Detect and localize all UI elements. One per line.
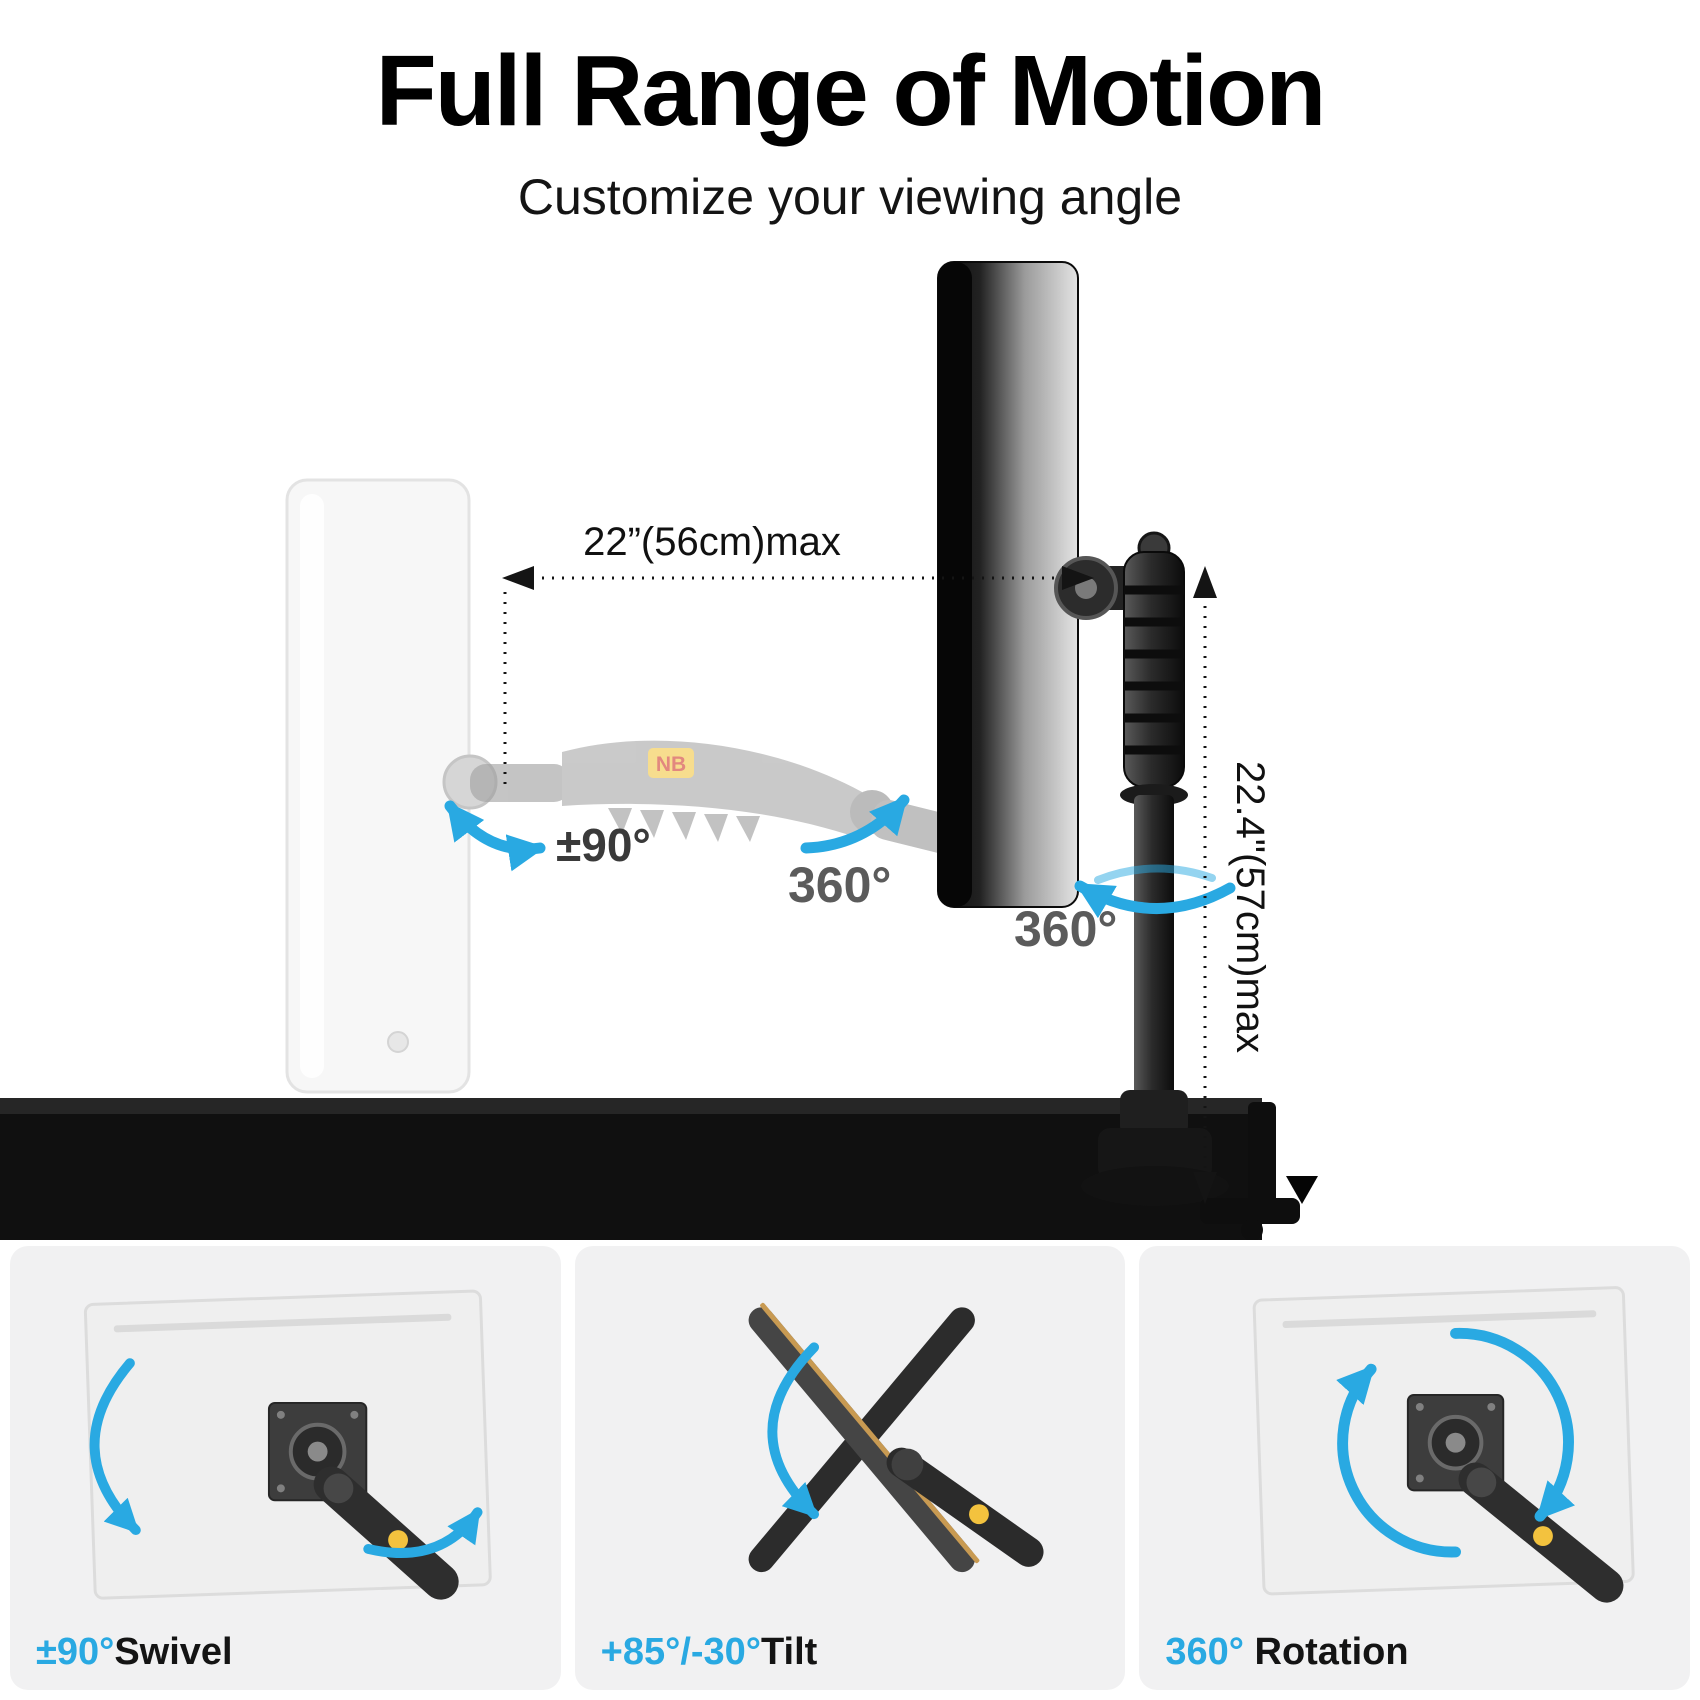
- swivel-arrows-icon: [444, 800, 546, 872]
- desk: [0, 1098, 1262, 1240]
- arm-rotation-angle-label: 360°: [788, 857, 892, 913]
- vertical-measure-label: 22.4"(57cm)max: [1228, 760, 1272, 1054]
- panel-swivel-word: Swivel: [114, 1631, 233, 1673]
- panel2-tilt-arrow-icon: [767, 1342, 819, 1520]
- panel-swivel-illustration: [83, 1289, 492, 1600]
- panel-swivel-label: ±90°Swivel: [36, 1631, 233, 1674]
- panel3-rotation-arrows-icon: [1336, 1327, 1576, 1558]
- nb-badge: [968, 1504, 989, 1525]
- panel-tilt-word: Tilt: [761, 1631, 818, 1673]
- panel-tilt: +85°/-30°Tilt: [574, 1246, 1126, 1690]
- feature-panels: ±90°Swivel +85°/-: [10, 1246, 1691, 1690]
- nb-badge: [1533, 1526, 1554, 1546]
- ghost-monitor: [285, 478, 498, 1094]
- pole: [1081, 531, 1229, 1206]
- arm-rotation-arrow-icon: [800, 794, 910, 854]
- horizontal-measure-label: 22”(56cm)max: [583, 520, 841, 564]
- page-title: Full Range of Motion: [375, 35, 1327, 147]
- arm-ribs: [608, 808, 760, 842]
- nb-badge: [648, 748, 694, 778]
- monitor: [937, 261, 1144, 908]
- panel-rotation: 360° Rotation: [1139, 1246, 1691, 1690]
- panel-tilt-label: +85°/-30°Tilt: [601, 1631, 818, 1674]
- panel-tilt-illustration: [748, 1302, 1044, 1573]
- panel-rotation-illustration: [1253, 1286, 1636, 1603]
- panel1-swivel-arrows-icon: [89, 1358, 483, 1558]
- panel-tilt-angle: +85°/-30°: [600, 1631, 762, 1673]
- panel2-arm: [886, 1447, 1044, 1567]
- panel2-tilt-monitors: [748, 1302, 980, 1573]
- main-diagram: NB: [0, 261, 1318, 1240]
- panel-rotation-label: 360° Rotation: [1165, 1631, 1408, 1674]
- pole-rotation-arrow-icon: [1074, 864, 1236, 919]
- vertical-measure-line: [1193, 566, 1217, 1204]
- panel-swivel: ±90°Swivel: [10, 1246, 561, 1690]
- pole-rotation-angle-label: 360°: [1014, 901, 1118, 957]
- nb-logo-text: NB: [656, 753, 686, 776]
- panel1-arm: [313, 1466, 459, 1600]
- panel3-arm: [1458, 1462, 1624, 1603]
- panel-swivel-angle: ±90°: [36, 1631, 115, 1673]
- nb-badge: [388, 1530, 409, 1550]
- ghost-arm: NB: [470, 740, 961, 854]
- horizontal-measure-line: [502, 566, 1094, 788]
- page-subtitle: Customize your viewing angle: [517, 169, 1183, 225]
- panel-rotation-angle: 360°: [1165, 1631, 1255, 1673]
- panel-rotation-word: Rotation: [1254, 1631, 1409, 1673]
- swivel-angle-label: ±90°: [556, 819, 651, 871]
- desk-clamp: [1200, 1102, 1318, 1240]
